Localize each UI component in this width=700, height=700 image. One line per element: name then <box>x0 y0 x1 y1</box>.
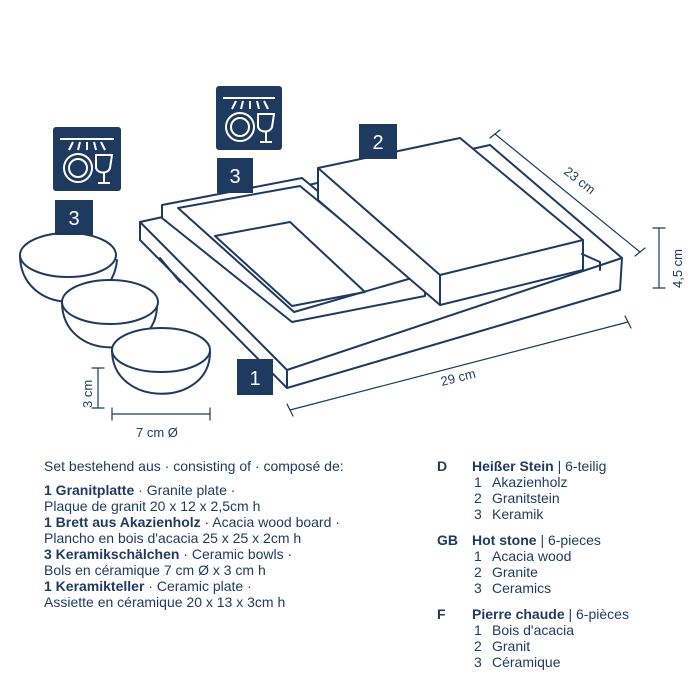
lang-code-gb: GB <box>437 532 458 548</box>
dim-bowl-height: 3 cm <box>80 380 95 408</box>
item-granite-plate: 1 Granitplatte · Granite plate · <box>44 482 236 498</box>
item-ceramic-plate-fr: Assiette en céramique 20 x 13 x 3cm h <box>44 594 286 610</box>
dimension-lines <box>91 129 666 421</box>
item-ceramic-bowls-fr: Bols en céramique 7 cm Ø x 3 cm h <box>44 562 266 578</box>
dim-stone-height: 4,5 cm <box>670 249 685 288</box>
dim-bowl-diameter: 7 cm Ø <box>136 425 178 440</box>
badge-ceramic-plate: 3 <box>217 158 253 193</box>
badge-granite-stone: 2 <box>359 124 397 159</box>
lang-title-gb: Hot stone | 6-pieces <box>472 532 601 548</box>
badge-ceramic-bowls: 3 <box>55 200 93 235</box>
lang-code-fr: F <box>437 606 446 622</box>
item-ceramic-bowls: 3 Keramikschälchen · Ceramic bowls · <box>44 546 293 562</box>
item-ceramic-plate: 1 Keramikteller · Ceramic plate · <box>44 578 252 594</box>
item-granite-plate-fr: Plaque de granit 20 x 12 x 2,5cm h <box>44 498 261 514</box>
lang-code-de: D <box>437 458 448 474</box>
item-acacia-board: 1 Brett aus Akazienholz · Acacia wood bo… <box>44 514 340 530</box>
svg-text:3: 3 <box>229 166 240 188</box>
svg-text:2: 2 <box>372 132 383 154</box>
svg-text:1: 1 <box>249 368 260 390</box>
lang-title-fr: Pierre chaude | 6-pièces <box>472 606 629 622</box>
svg-text:3: 3 <box>68 208 79 230</box>
dishwasher-safe-icon <box>53 127 121 191</box>
badge-acacia-board: 1 <box>237 359 273 395</box>
set-intro: Set bestehend aus · consisting of · comp… <box>44 458 344 474</box>
lang-title-de: Heißer Stein | 6-teilig <box>472 458 607 474</box>
dishwasher-safe-icon <box>216 86 282 150</box>
item-acacia-board-fr: Plancho en bois d'acacia 25 x 25 x 2cm h <box>44 530 302 546</box>
ceramic-bowls <box>19 232 211 395</box>
granite-stone <box>317 137 601 306</box>
